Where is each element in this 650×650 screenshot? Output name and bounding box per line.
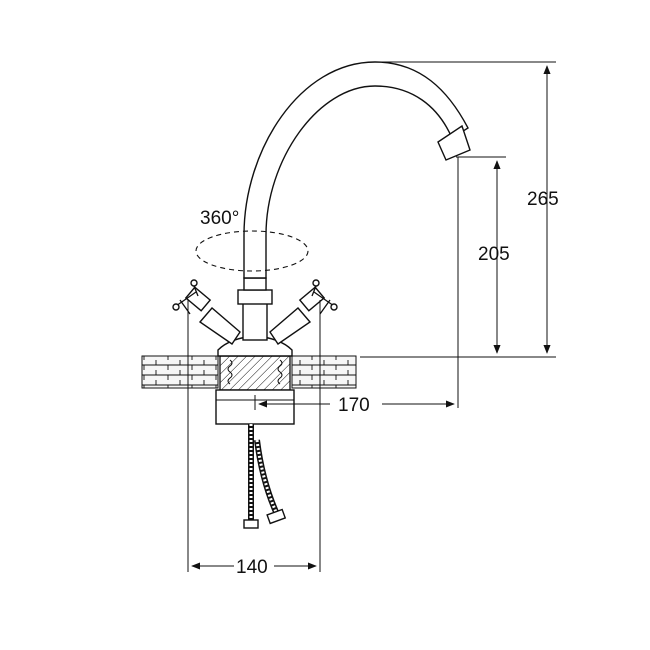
- dimension-total-height: 265: [360, 61, 559, 358]
- right-handle: [269, 279, 338, 345]
- dimension-handle-span: 140: [187, 300, 321, 578]
- supply-hoses: [243, 424, 287, 529]
- center-column: [237, 277, 273, 341]
- dimension-label-total-height: 265: [527, 189, 559, 210]
- left-handle: [172, 279, 241, 345]
- rotation-label: 360°: [200, 208, 239, 229]
- dimension-label-spout-reach: 170: [338, 395, 370, 416]
- spout: [243, 61, 471, 279]
- dimension-spout-reach: 170: [254, 157, 459, 416]
- dimension-label-spout-height: 205: [478, 244, 510, 265]
- dimension-label-handle-span: 140: [236, 557, 268, 578]
- mounting-body: [215, 355, 295, 425]
- rotation-indicator: 360°: [195, 208, 309, 272]
- countertop: [141, 355, 357, 389]
- dimension-spout-height: 205: [456, 156, 510, 354]
